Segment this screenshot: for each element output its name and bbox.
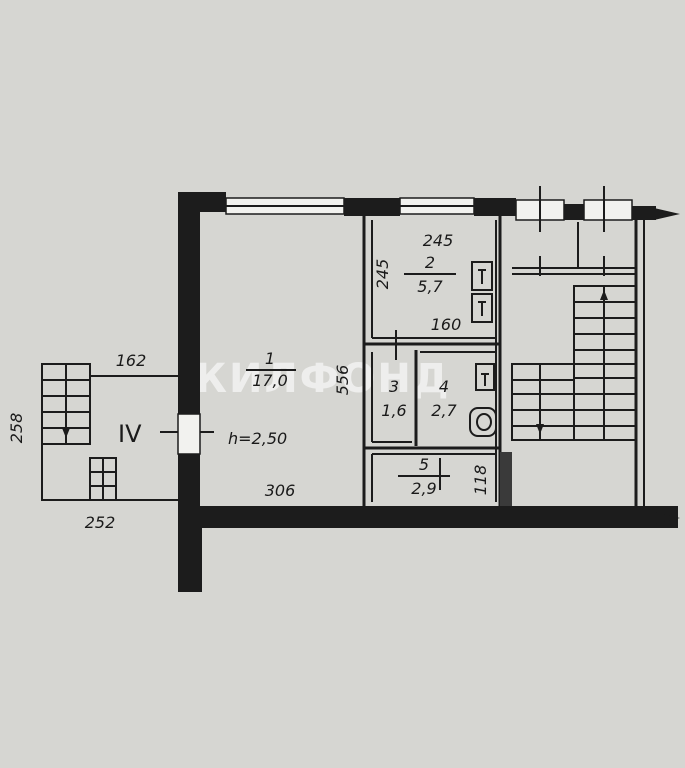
section-marker: IV bbox=[118, 420, 142, 448]
fixtures bbox=[469, 261, 512, 506]
dim-room1-width: 306 bbox=[265, 481, 296, 500]
room-area: 17,0 bbox=[252, 371, 288, 390]
room-5-label: 5 2,9 bbox=[398, 455, 450, 498]
room-1-label: 1 17,0 bbox=[246, 349, 296, 390]
dim-room1-length: 556 bbox=[333, 365, 352, 396]
room-3-label: 3 1,6 bbox=[381, 377, 406, 420]
room-area: 5,7 bbox=[417, 277, 443, 296]
ceiling-height: h=2,50 bbox=[228, 429, 287, 448]
dim-stair-top: 162 bbox=[116, 351, 147, 370]
room-number: 4 bbox=[439, 377, 449, 396]
watermark: ЖИЛФОНД bbox=[178, 356, 450, 402]
fixture-bath-1 bbox=[471, 261, 493, 291]
dim-room2-width: 245 bbox=[423, 231, 454, 250]
outer-walls bbox=[178, 192, 680, 592]
room-4-label: 4 2,7 bbox=[431, 377, 457, 420]
room-area: 2,7 bbox=[431, 401, 457, 420]
dim-stair-bottom: 252 bbox=[85, 513, 116, 532]
room-number: 3 bbox=[389, 377, 399, 396]
dim-room2-bottom: 160 bbox=[431, 315, 462, 334]
stairwell-right bbox=[511, 220, 645, 510]
room-area: 1,6 bbox=[381, 401, 406, 420]
dim-room2-depth: 245 bbox=[373, 259, 392, 290]
hatched-wall bbox=[500, 452, 512, 506]
fixture-sink bbox=[475, 363, 495, 391]
room-2-label: 2 5,7 bbox=[404, 253, 456, 296]
fixture-bath-2 bbox=[471, 293, 493, 323]
stairwell-left bbox=[41, 363, 214, 501]
toilet-icon bbox=[469, 407, 497, 437]
top-wall bbox=[225, 186, 656, 232]
room-number: 2 bbox=[425, 253, 435, 272]
room-number: 5 bbox=[419, 455, 429, 474]
dim-stair-height: 258 bbox=[7, 413, 26, 444]
dim-room5-depth: 118 bbox=[471, 465, 490, 496]
room-number: 1 bbox=[265, 349, 275, 368]
room-area: 2,9 bbox=[411, 479, 436, 498]
